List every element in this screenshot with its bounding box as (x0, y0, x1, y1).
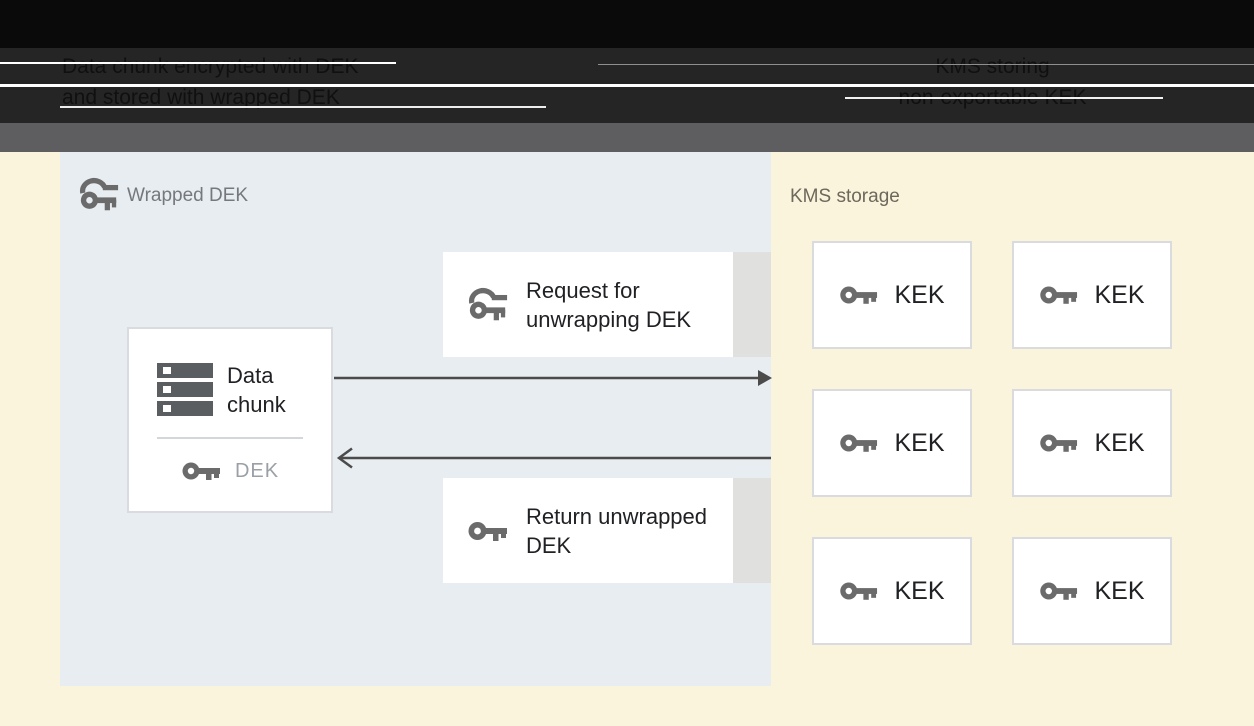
kek-label: KEK (1094, 576, 1145, 605)
key-icon (1039, 429, 1079, 458)
header-divider-band (0, 123, 1254, 152)
render-artifact-line (60, 106, 546, 108)
header-top-strip (0, 0, 1254, 48)
kek-label: KEK (894, 280, 945, 309)
key-icon (839, 429, 879, 458)
divider (157, 437, 303, 439)
request-box: Request for unwrapping DEK (443, 252, 733, 357)
key-icon (839, 577, 879, 606)
wrapped-key-icon (467, 286, 509, 324)
request-box-side-strip (733, 252, 771, 357)
key-icon (1039, 281, 1079, 310)
kek-box: KEK (812, 537, 972, 645)
kms-title: KMS storage (790, 186, 900, 207)
server-stack-icon (157, 363, 213, 417)
dek-label: DEK (234, 460, 280, 482)
data-chunk-box: Data chunk DEK (127, 327, 333, 513)
kek-box: KEK (1012, 537, 1172, 645)
return-box-side-strip (733, 478, 771, 583)
arrow-left-open (336, 447, 771, 469)
kek-label: KEK (1094, 280, 1145, 309)
return-box: Return unwrapped DEK (443, 478, 733, 583)
kek-box: KEK (812, 389, 972, 497)
return-label: Return unwrapped DEK (526, 503, 708, 558)
kek-label: KEK (1094, 428, 1145, 457)
kek-box: KEK (1012, 389, 1172, 497)
key-icon (1039, 577, 1079, 606)
render-artifact-line (0, 62, 396, 64)
wrapped-key-icon (78, 176, 120, 214)
kek-box: KEK (812, 241, 972, 349)
render-artifact-line (845, 97, 1163, 99)
render-artifact-line (598, 64, 1254, 65)
data-chunk-label: Data chunk (227, 363, 286, 417)
arrow-right-filled (334, 370, 772, 386)
caption-line: and stored with wrapped DEK (62, 86, 340, 109)
header-left-caption: Data chunk encrypted with DEK and stored… (62, 51, 358, 113)
render-artifact-line (0, 84, 1254, 87)
key-icon (839, 281, 879, 310)
caption-line: Data chunk encrypted with DEK (62, 55, 359, 78)
header-right-caption: KMS storing non-exportable KEK (860, 51, 1125, 113)
kek-label: KEK (894, 428, 945, 457)
key-icon (181, 457, 222, 486)
panel-title: Wrapped DEK (127, 185, 249, 206)
kek-label: KEK (894, 576, 945, 605)
kek-box: KEK (1012, 241, 1172, 349)
key-icon (467, 516, 509, 546)
caption-line: KMS storing (935, 55, 1050, 78)
request-label: Request for unwrapping DEK (526, 277, 692, 332)
